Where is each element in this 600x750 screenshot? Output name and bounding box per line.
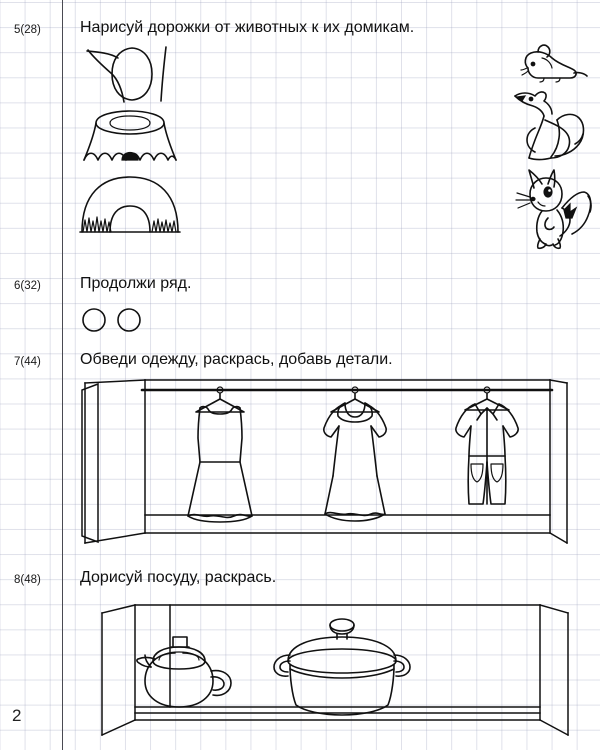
task-7: 7(44) Обведи одежду, раскрась, добавь де… <box>0 340 600 555</box>
task-7-instruction: Обведи одежду, раскрась, добавь детали. <box>80 351 393 368</box>
margin-rule-line <box>62 0 63 750</box>
task-8-number: 8(48) <box>14 574 41 586</box>
page-number: 2 <box>12 706 22 725</box>
task-5: 5(28) Нарисуй дорожки от животных к их д… <box>0 0 600 262</box>
circle-row-pattern <box>80 306 160 336</box>
fox-icon <box>505 88 591 166</box>
task-6-instruction: Продолжи ряд. <box>80 275 192 292</box>
task-5-instruction: Нарисуй дорожки от животных к их домикам… <box>80 19 415 36</box>
task-5-number: 5(28) <box>14 24 41 36</box>
burrow-mound-icon <box>74 174 186 238</box>
tree-stump-with-hole-icon <box>74 110 186 168</box>
task-8-instruction: Дорисуй посуду, раскрась. <box>80 569 277 586</box>
task-6: 6(32) Продолжи ряд. <box>0 262 600 340</box>
task-6-number: 6(32) <box>14 280 41 292</box>
wardrobe-shelf-scene <box>80 378 570 548</box>
tree-hollow-icon <box>74 44 186 106</box>
squirrel-icon <box>512 166 594 250</box>
mouse-icon <box>508 42 588 86</box>
task-7-number: 7(44) <box>14 356 41 368</box>
kitchen-shelf-scene <box>100 595 570 740</box>
task-8: 8(48) Дорисуй посуду, раскрась. <box>0 555 600 750</box>
